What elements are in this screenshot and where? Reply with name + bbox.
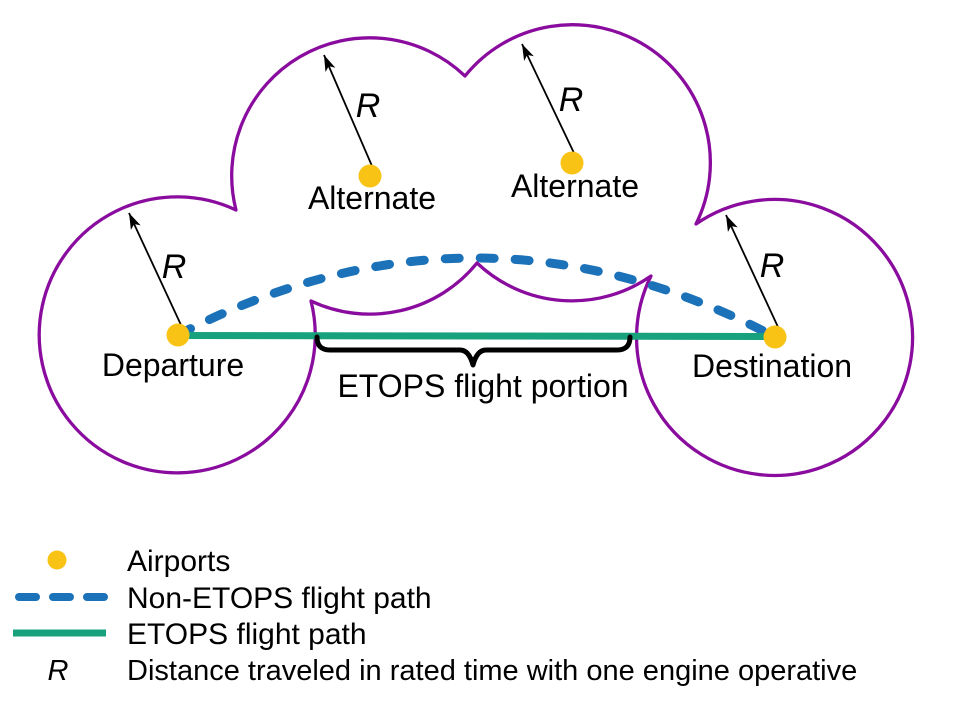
- etops-portion-brace: [314, 334, 633, 368]
- etops-portion-label: ETOPS flight portion: [337, 368, 628, 404]
- radius-arrow-alternate1: [323, 54, 373, 167]
- radius-label-alternate2: R: [559, 81, 584, 119]
- radius-arrow-destination: [725, 214, 779, 328]
- range-boundary-outline: [37, 23, 915, 478]
- alternate1-label: Alternate: [308, 180, 436, 216]
- alternate2-label: Alternate: [511, 168, 639, 204]
- departure-label: Departure: [102, 347, 244, 383]
- radius-label-alternate1: R: [356, 87, 381, 125]
- legend-radius-description: Distance traveled in rated time with one…: [127, 655, 857, 687]
- radius-label-departure: R: [162, 248, 187, 286]
- legend-airports-label: Airports: [127, 545, 230, 578]
- legend-airport-dot-icon: [47, 550, 67, 570]
- destination-label: Destination: [692, 348, 852, 384]
- legend: Airports Non-ETOPS flight path ETOPS fli…: [13, 545, 857, 687]
- non-etops-path-line: [173, 253, 780, 342]
- legend-radius-symbol: R: [48, 655, 69, 687]
- legend-non-etops-label: Non-ETOPS flight path: [127, 582, 432, 615]
- radius-arrow-departure: [128, 212, 182, 326]
- airport-dot-alternate1: [358, 164, 382, 188]
- airport-dot-alternate2: [560, 151, 584, 175]
- legend-etops-label: ETOPS flight path: [127, 618, 367, 651]
- airport-dot-departure: [166, 323, 190, 347]
- radius-label-destination: R: [760, 247, 785, 285]
- etops-path-line: [177, 332, 776, 340]
- airport-dot-destination: [763, 325, 787, 349]
- radius-arrow-alternate2: [521, 43, 575, 154]
